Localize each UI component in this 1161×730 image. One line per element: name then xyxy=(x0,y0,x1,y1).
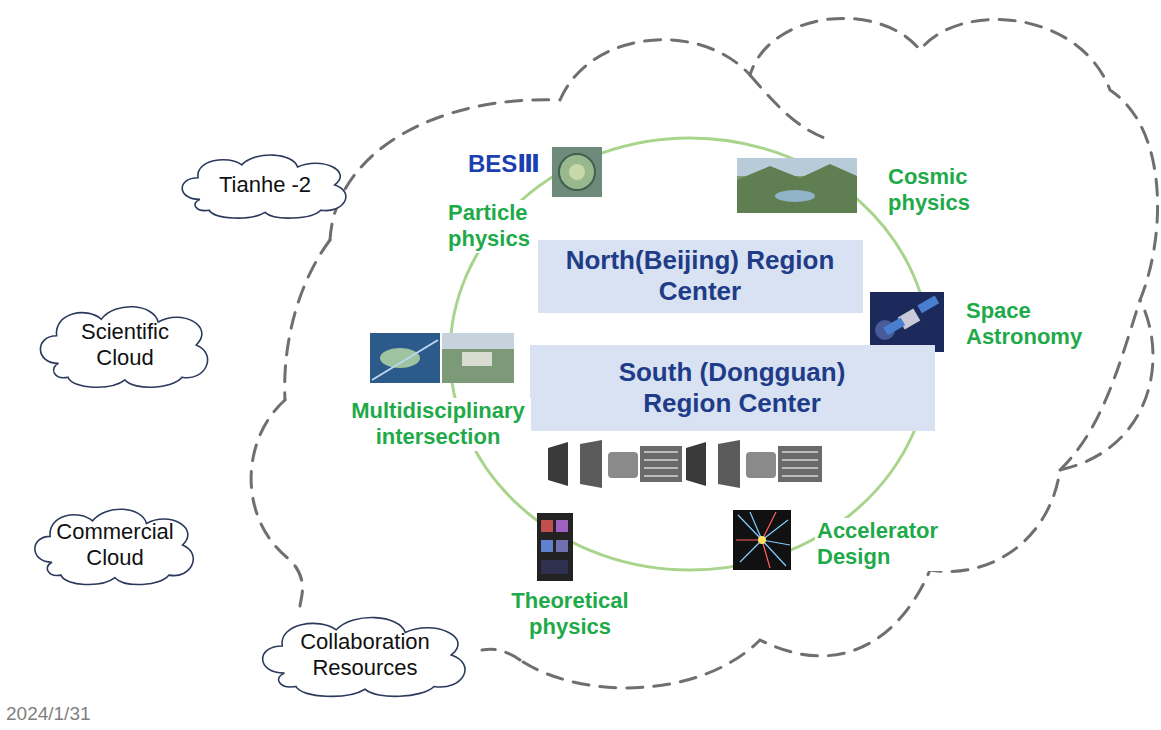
server-rack xyxy=(718,440,740,488)
accelerator-icon xyxy=(733,510,791,570)
icon-detail xyxy=(442,333,514,349)
icon-detail xyxy=(372,340,438,380)
icon-detail xyxy=(758,536,766,544)
icon-detail xyxy=(738,512,790,566)
landscape-icon xyxy=(737,158,857,213)
icon-frame xyxy=(737,158,857,213)
region-title: North(Beijing) Region Center xyxy=(565,245,835,307)
dashed-cloud xyxy=(251,18,1157,687)
icon-detail xyxy=(569,164,585,180)
icon-detail xyxy=(541,560,568,574)
cloud-shape xyxy=(35,509,193,584)
field-label: Space Astronomy xyxy=(964,298,1088,351)
region-title: South (Dongguan) Region Center xyxy=(582,357,882,419)
cloud-resource: Collaboration Resources xyxy=(250,610,480,700)
icon-frame xyxy=(442,333,514,383)
icon-detail xyxy=(737,164,857,213)
icon-detail xyxy=(541,540,553,552)
icon-detail xyxy=(541,520,553,532)
cloud-outline xyxy=(330,18,1158,687)
server-rack xyxy=(580,440,602,488)
icon-detail xyxy=(556,540,568,552)
icon-detail xyxy=(736,512,776,568)
cloud-shape xyxy=(263,618,465,697)
icon-detail xyxy=(556,520,568,532)
server-rack xyxy=(778,446,822,482)
icon-frame xyxy=(370,333,440,383)
cloud-label: Commercial Cloud xyxy=(52,519,178,572)
cloud-link xyxy=(251,400,302,606)
experiment-logo: BESⅢ xyxy=(466,150,542,179)
server-slots xyxy=(644,452,678,476)
field-label: Particle physics xyxy=(446,200,538,253)
cloud-resource: Commercial Cloud xyxy=(25,502,205,588)
icon-detail xyxy=(883,318,905,336)
server-rack xyxy=(640,446,682,482)
server-rack xyxy=(548,442,568,486)
theory-icon xyxy=(537,513,573,581)
icon-detail xyxy=(775,190,815,202)
server-rack xyxy=(746,452,776,478)
field-label: Multidisciplinary intersection xyxy=(345,398,531,451)
field-label: Accelerator Design xyxy=(815,518,951,571)
region-center-box: North(Beijing) Region Center xyxy=(538,240,863,313)
cloud-link xyxy=(482,649,520,660)
server-slots xyxy=(782,452,818,476)
server-group xyxy=(686,440,822,488)
satellite-icon xyxy=(870,292,944,352)
cloud-resource: Tianhe -2 xyxy=(172,149,358,221)
cloud-shape xyxy=(182,155,346,218)
server-rack xyxy=(686,442,706,486)
cloud-link xyxy=(285,240,330,400)
field-label: Theoretical physics xyxy=(505,588,635,641)
icon-detail xyxy=(462,352,492,366)
cloud-inner-arc xyxy=(750,75,830,140)
date-stamp: 2024/1/31 xyxy=(4,703,93,726)
icon-frame xyxy=(552,147,602,197)
cloud-label: Scientific Cloud xyxy=(60,319,190,372)
campus-images xyxy=(370,333,514,383)
server-rack xyxy=(608,452,638,478)
icon-frame xyxy=(870,292,944,352)
region-center-box: South (Dongguan) Region Center xyxy=(530,345,935,431)
server-group xyxy=(548,440,682,488)
icon-frame xyxy=(733,510,791,570)
field-label: Cosmic physics xyxy=(886,164,990,217)
icon-frame xyxy=(537,513,573,581)
server-racks xyxy=(548,440,822,488)
icon-detail xyxy=(559,154,595,190)
detector-icon xyxy=(552,147,602,197)
icon-detail xyxy=(917,296,939,314)
cloud-label: Collaboration Resources xyxy=(280,629,450,682)
cloud-label: Tianhe -2 xyxy=(219,172,311,198)
icon-detail xyxy=(380,348,420,368)
cloud-resource: Scientific Cloud xyxy=(30,299,220,391)
cloud-shape xyxy=(40,307,207,388)
